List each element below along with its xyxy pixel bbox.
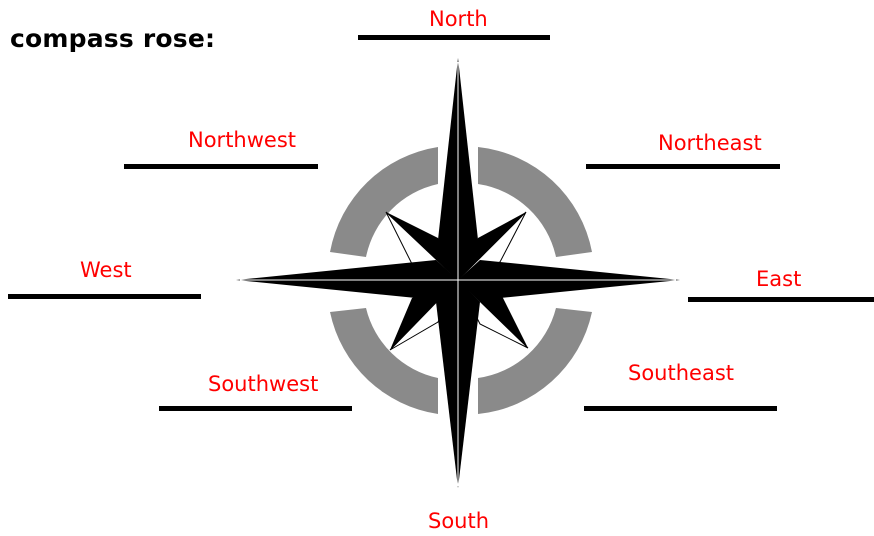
northwest-label: Northwest bbox=[188, 130, 296, 151]
southwest-answer-line bbox=[159, 406, 352, 411]
east-answer-line bbox=[688, 297, 874, 302]
southeast-label: Southeast bbox=[628, 363, 734, 384]
north-label: North bbox=[429, 9, 488, 30]
northwest-answer-line bbox=[124, 164, 318, 169]
west-label: West bbox=[80, 260, 132, 281]
north-answer-line bbox=[358, 35, 550, 40]
west-answer-line bbox=[8, 294, 201, 299]
southeast-answer-line bbox=[584, 406, 777, 411]
northeast-answer-line bbox=[586, 164, 780, 169]
east-label: East bbox=[756, 269, 801, 290]
southwest-label: Southwest bbox=[208, 374, 318, 395]
compass-cardinal-points bbox=[236, 58, 680, 488]
south-label: South bbox=[428, 511, 489, 532]
northeast-label: Northeast bbox=[658, 133, 762, 154]
